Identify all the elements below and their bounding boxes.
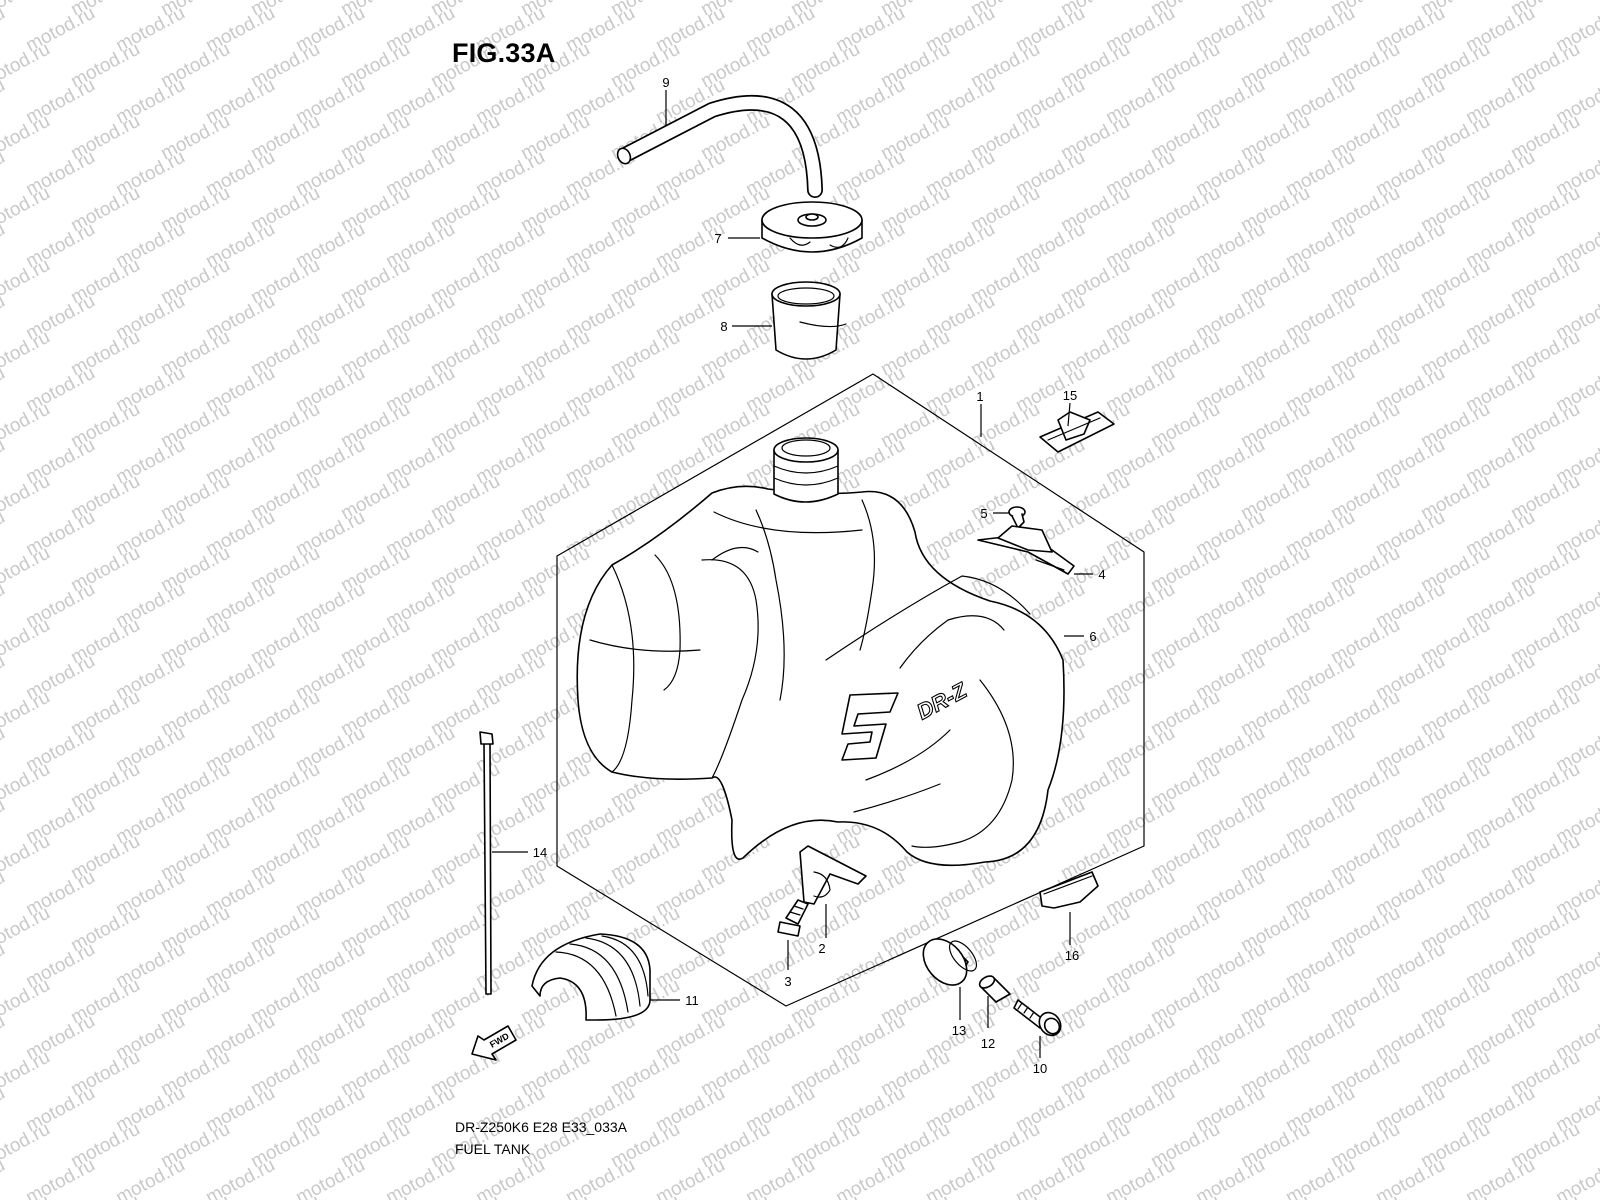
watermark-text: motod.ru: [112, 1155, 188, 1200]
callout-16: 16: [1065, 948, 1079, 963]
callout-5: 5: [980, 506, 987, 521]
rubber-cushion-icon: [531, 933, 651, 1021]
callout-2: 2: [818, 941, 825, 956]
callout-11: 11: [685, 993, 699, 1008]
cable-tie-icon: [479, 731, 494, 995]
watermark-text: motod.ru: [742, 1155, 818, 1200]
watermark-text: motod.ru: [247, 1191, 323, 1200]
watermark-text: motod.ru: [22, 1155, 98, 1200]
cushion-pad-icon: [1039, 871, 1099, 909]
watermark-text: motod.ru: [0, 759, 54, 813]
watermark-text: motod.ru: [472, 1155, 548, 1200]
watermark-text: motod.ru: [1462, 1155, 1538, 1200]
bolt-icon: [777, 899, 809, 937]
watermark-text: motod.ru: [157, 1191, 233, 1200]
assembly-boundary: [556, 373, 1145, 1007]
watermark-text: motod.ru: [1507, 1191, 1583, 1200]
watermark-text: motod.ru: [0, 399, 54, 453]
watermark-text: motod.ru: [1417, 1191, 1493, 1200]
collar-icon: [978, 975, 1011, 1003]
watermark-text: motod.ru: [697, 1191, 773, 1200]
watermark-text: motod.ru: [517, 1191, 593, 1200]
watermark-text: motod.ru: [0, 975, 54, 1029]
callout-7: 7: [714, 231, 721, 246]
watermark-text: motod.ru: [922, 1155, 998, 1200]
figure-name: FUEL TANK: [455, 1141, 531, 1157]
watermark-text: motod.ru: [1237, 1191, 1313, 1200]
watermark-text: motod.ru: [652, 1155, 728, 1200]
watermark-text: motod.ru: [0, 471, 54, 525]
callout-labels: 9 7 8 1 15 5 4 6 14 2 3 16 11 13 12 10: [533, 75, 1106, 1076]
watermark-text: motod.ru: [0, 831, 54, 885]
watermark-text: motod.ru: [0, 255, 54, 309]
forward-direction-arrow: FWD: [471, 1025, 517, 1061]
callout-8: 8: [720, 319, 727, 334]
watermark-text: motod.ru: [0, 111, 54, 165]
watermark-text: motod.ru: [0, 1119, 54, 1173]
watermark-text: motod.ru: [1057, 1191, 1133, 1200]
watermark-text: motod.ru: [1552, 1155, 1600, 1200]
callout-9: 9: [662, 75, 669, 90]
watermark-text: motod.ru: [832, 1155, 908, 1200]
watermark-text: motod.ru: [562, 1155, 638, 1200]
watermark-text: motod.ru: [337, 1191, 413, 1200]
callout-6: 6: [1089, 629, 1096, 644]
bolt-with-washer-icon: [1013, 999, 1062, 1037]
figure-title: FIG.33A: [452, 38, 556, 68]
watermark-text: motod.ru: [67, 1191, 143, 1200]
strap-bracket-icon: [977, 525, 1075, 575]
fuel-tank-icon: DR-Z: [576, 437, 1065, 867]
watermark-text: motod.ru: [0, 0, 54, 20]
watermark-text: motod.ru: [787, 1191, 863, 1200]
callout-12: 12: [981, 1036, 995, 1051]
callout-15: 15: [1063, 388, 1077, 403]
callout-14: 14: [533, 845, 547, 860]
callout-13: 13: [952, 1023, 966, 1038]
grommet-icon: [922, 938, 978, 986]
watermark-text: motod.ru: [427, 1191, 503, 1200]
watermark-text: motod.ru: [0, 327, 54, 381]
watermark-text: motod.ru: [1192, 1155, 1268, 1200]
watermark-text: motod.ru: [607, 1191, 683, 1200]
watermark-text: motod.ru: [0, 903, 54, 957]
watermark-text: motod.ru: [1012, 1155, 1088, 1200]
watermark-text: motod.ru: [967, 1191, 1043, 1200]
breather-hose-icon: [616, 94, 823, 198]
watermark-text: motod.ru: [1147, 1191, 1223, 1200]
figure-code: DR-Z250K6 E28 E33_033A: [455, 1119, 627, 1135]
clip-icon: [1039, 411, 1115, 453]
watermark-text: motod.ru: [202, 1155, 278, 1200]
fuel-cap-icon: [761, 201, 863, 253]
watermark-text: motod.ru: [1282, 1155, 1358, 1200]
screw-icon: [1008, 506, 1026, 529]
watermark-text: motod.ru: [0, 183, 54, 237]
callout-4: 4: [1098, 567, 1105, 582]
watermark-text: motod.ru: [877, 1191, 953, 1200]
cap-gasket-ring-icon: [771, 281, 847, 360]
watermark-text: motod.ru: [382, 1155, 458, 1200]
watermark-text: motod.ru: [1102, 1155, 1178, 1200]
watermark-text: motod.ru: [1327, 1191, 1403, 1200]
leader-lines: [492, 90, 1093, 1058]
watermark-text: motod.ru: [1372, 1155, 1448, 1200]
watermark-text: motod.ru: [0, 615, 54, 669]
watermark-text: motod.ru: [0, 39, 54, 93]
callout-1: 1: [976, 389, 983, 404]
watermark-text: motod.ru: [0, 1047, 54, 1101]
callout-3: 3: [784, 974, 791, 989]
callout-10: 10: [1033, 1061, 1047, 1076]
watermark-text: motod.ru: [0, 687, 54, 741]
watermark-text: motod.ru: [0, 543, 54, 597]
watermark-text: motod.ru: [292, 1155, 368, 1200]
